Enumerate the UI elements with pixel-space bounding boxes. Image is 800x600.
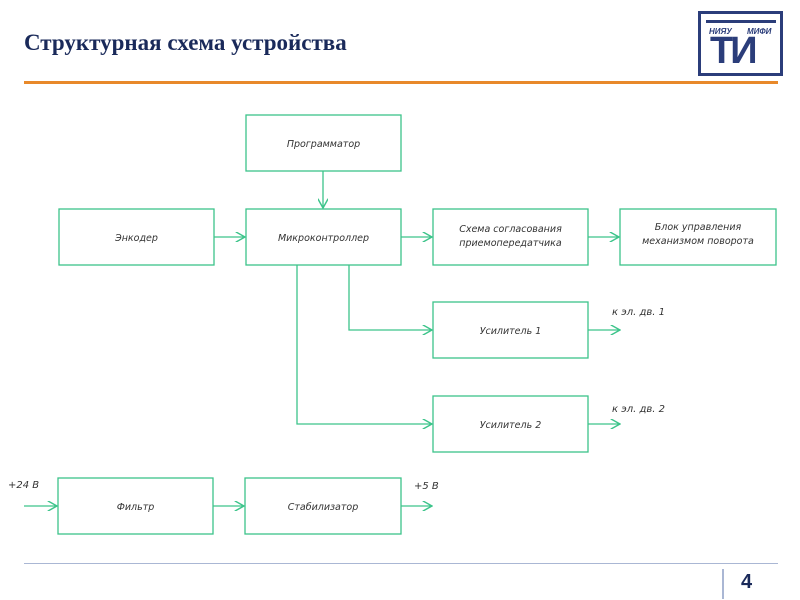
transceiver-box [432, 208, 589, 266]
title-underline [24, 81, 778, 84]
boxes [57, 114, 777, 535]
amplifier-2-label: Усилитель 2 [480, 420, 542, 431]
input-voltage-label: +24 В [8, 480, 39, 491]
side-labels: к эл. дв. 1 к эл. дв. 2 +24 В +5 В [8, 307, 665, 492]
rotation-control-label-line2: механизмом поворота [642, 236, 754, 247]
transceiver-label-line2: приемопередатчика [459, 238, 562, 249]
institute-logo: НИЯУ МИФИ ТИ [698, 11, 783, 76]
motor-1-label: к эл. дв. 1 [612, 307, 665, 318]
motor-2-label: к эл. дв. 2 [612, 404, 665, 415]
logo-bar [706, 20, 776, 23]
amplifier-2-box [432, 395, 589, 453]
box-labels: Программатор Энкодер Микроконтроллер Схе… [114, 139, 754, 513]
microcontroller-box [245, 208, 402, 266]
rotation-control-box [619, 208, 777, 266]
amplifier-1-box [432, 301, 589, 359]
filter-box [57, 477, 214, 535]
filter-label: Фильтр [117, 502, 155, 513]
page-number: 4 [741, 571, 753, 593]
logo-letters: ТИ [710, 30, 758, 72]
arrow-mcu-to-amp2 [296, 265, 432, 424]
stabilizer-label: Стабилизатор [288, 502, 359, 513]
stabilizer-box [244, 477, 402, 535]
logo-text-right: МИФИ [747, 27, 772, 36]
encoder-box [58, 208, 215, 266]
rotation-control-label-line1: Блок управления [655, 222, 742, 233]
connectors [24, 171, 620, 506]
programmer-box [245, 114, 402, 172]
amplifier-1-label: Усилитель 1 [480, 326, 542, 337]
arrow-mcu-to-amp1 [348, 265, 432, 330]
logo-text-left: НИЯУ [709, 27, 732, 36]
page-number-separator [722, 569, 724, 599]
programmer-label: Программатор [287, 139, 360, 150]
microcontroller-label: Микроконтроллер [278, 233, 369, 244]
footer-rule [24, 563, 778, 564]
transceiver-label-line1: Схема согласования [459, 224, 562, 235]
encoder-label: Энкодер [114, 233, 158, 244]
page-title: Структурная схема устройства [24, 30, 347, 55]
output-voltage-label: +5 В [414, 481, 439, 492]
